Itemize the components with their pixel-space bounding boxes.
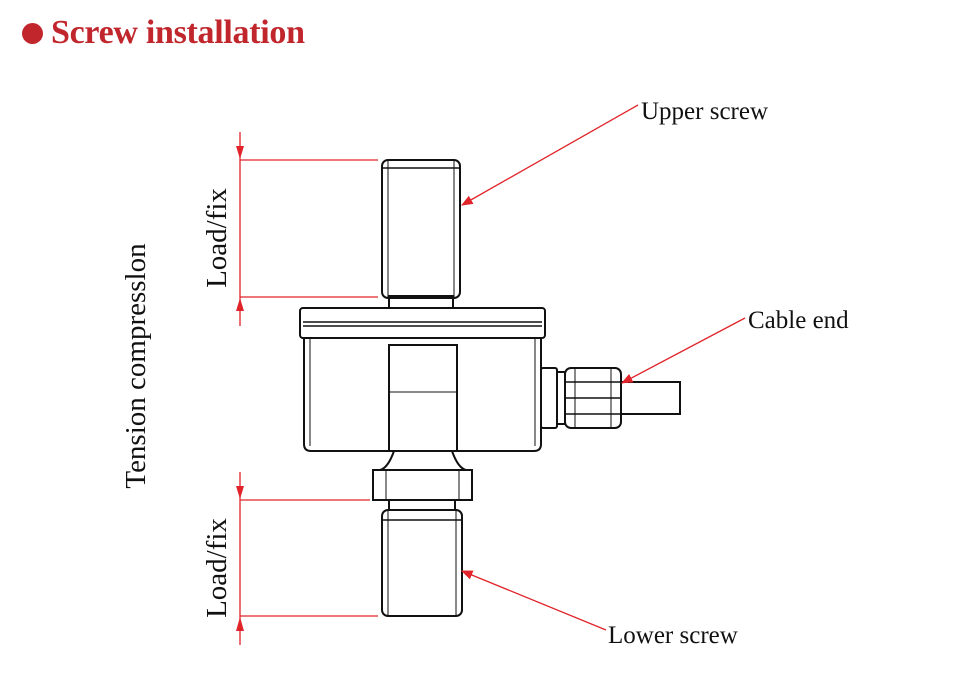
- lower-screw-shape: [381, 509, 463, 617]
- dimension-lines: [239, 132, 378, 645]
- load-fix-bottom-label: Load/fix: [201, 518, 233, 618]
- callout-leaders: [460, 104, 746, 631]
- cable-end-leader: [620, 317, 746, 384]
- dimension-arrowheads: [236, 146, 244, 631]
- sensor-body-shape: [299, 307, 546, 471]
- tension-compression-label: Tension compresslon: [120, 243, 152, 489]
- lower-screw-leader: [460, 570, 607, 631]
- lower-screw-label: Lower screw: [608, 622, 738, 649]
- sensor-drawing: [299, 159, 681, 617]
- page-title: Screw installation: [22, 14, 305, 52]
- cable-end-label: Cable end: [748, 307, 849, 334]
- title-text: Screw installation: [51, 14, 305, 51]
- cable-gland-shape: [540, 367, 681, 429]
- upper-screw-label: Upper screw: [641, 98, 768, 125]
- upper-screw-shape: [381, 159, 461, 309]
- upper-screw-leader: [460, 104, 639, 206]
- load-fix-top-label: Load/fix: [201, 188, 233, 288]
- lower-collar-shape: [372, 469, 473, 511]
- bullet-icon: [22, 22, 43, 44]
